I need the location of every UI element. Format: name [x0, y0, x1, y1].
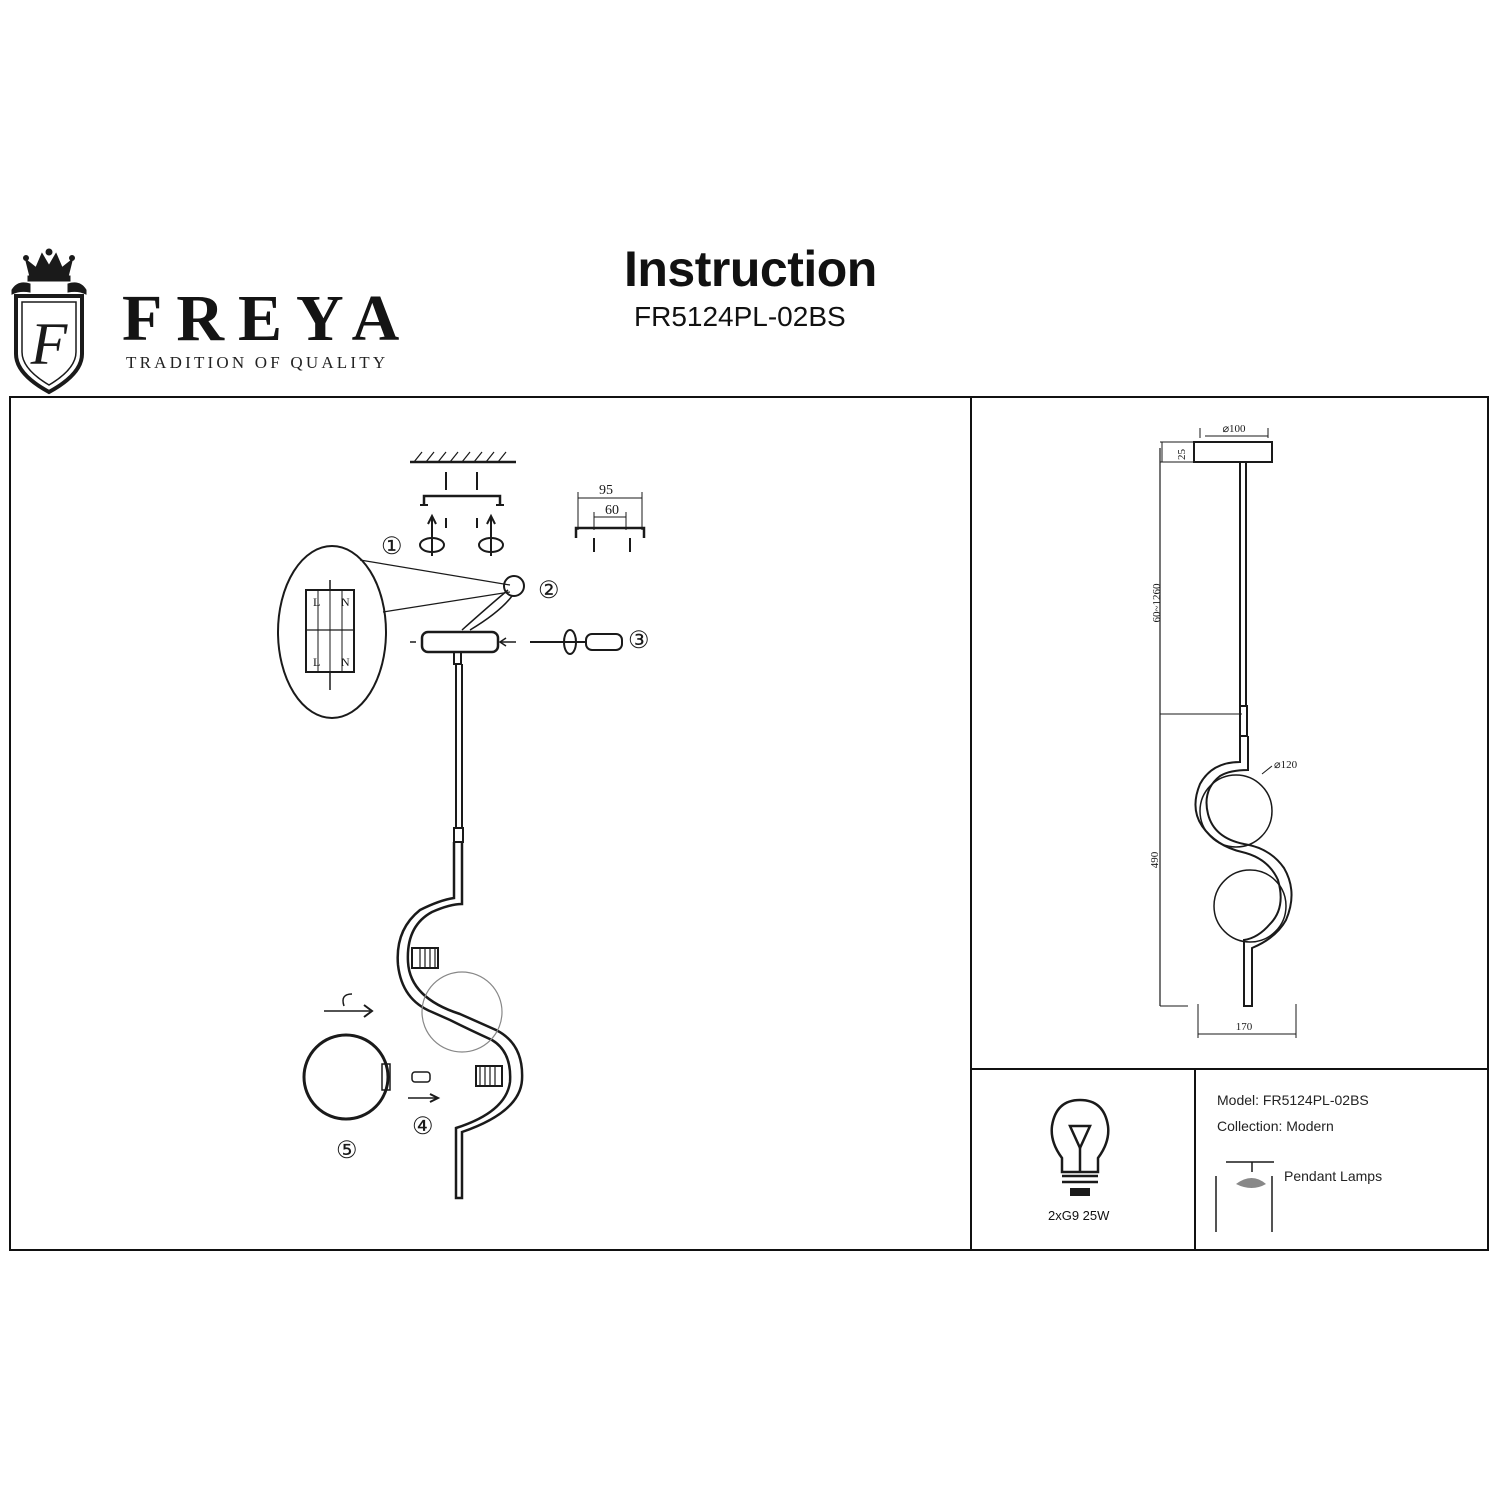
assembly-diagram: 95 60 L N L N ① ② ③ ④ ⑤: [277, 451, 650, 1200]
brand-name: FREYA: [122, 282, 414, 355]
freya-crest-logo: F: [11, 248, 87, 395]
pendant-lamp-icon: [1215, 1161, 1274, 1232]
instruction-frame: [9, 396, 1489, 1251]
globe-lower: [1213, 869, 1287, 943]
bulb-spec-label: 2xG9 25W: [1048, 1208, 1110, 1223]
globe-upper: [1199, 774, 1273, 848]
lamp-type-spec: Pendant Lamps: [1284, 1168, 1383, 1184]
canopy: [420, 630, 500, 654]
terminal-top-n: N: [341, 595, 350, 609]
mounting-bracket: [422, 494, 502, 505]
canopy-diameter-label: ⌀100: [1222, 423, 1246, 435]
model-spec: Model: FR5124PL-02BS: [1217, 1092, 1369, 1108]
step-3-marker: ③: [628, 628, 650, 654]
lamp-s-body: [396, 842, 524, 1200]
document-model-code: FR5124PL-02BS: [634, 301, 846, 332]
step-2-marker: ②: [538, 578, 560, 604]
body-width-label: 170: [1236, 1021, 1253, 1033]
body-height-label: 490: [1149, 851, 1161, 868]
glass-globe: [302, 1033, 390, 1121]
panel-divider: [970, 396, 972, 1251]
dimension-drawing: ⌀100 25 60~1260 ⌀120 490 170: [1149, 423, 1298, 1038]
crest-letter: F: [30, 311, 69, 377]
collection-spec: Collection: Modern: [1217, 1118, 1334, 1134]
suspension-length-label: 60~1260: [1151, 583, 1163, 622]
canopy-height-label: 25: [1176, 449, 1188, 461]
bulb-icon: [1050, 1098, 1110, 1196]
spec-column-divider: [1194, 1068, 1196, 1251]
wiring-detail-circle: [277, 545, 387, 719]
bracket-outer-dimension: 95: [599, 483, 613, 498]
brand-tagline: TRADITION OF QUALITY: [126, 353, 389, 372]
spec-divider: [970, 1068, 1489, 1070]
shade-diameter-label: ⌀120: [1274, 759, 1298, 771]
bracket-inner-dimension: 60: [605, 503, 619, 518]
terminal-bottom-n: N: [341, 655, 350, 669]
step-4-marker: ④: [412, 1114, 434, 1140]
step-1-marker: ①: [381, 534, 403, 560]
step-5-marker: ⑤: [336, 1138, 358, 1164]
document-title: Instruction: [624, 241, 877, 297]
terminal-bottom-l: L: [313, 655, 320, 669]
terminal-top-l: L: [313, 595, 320, 609]
